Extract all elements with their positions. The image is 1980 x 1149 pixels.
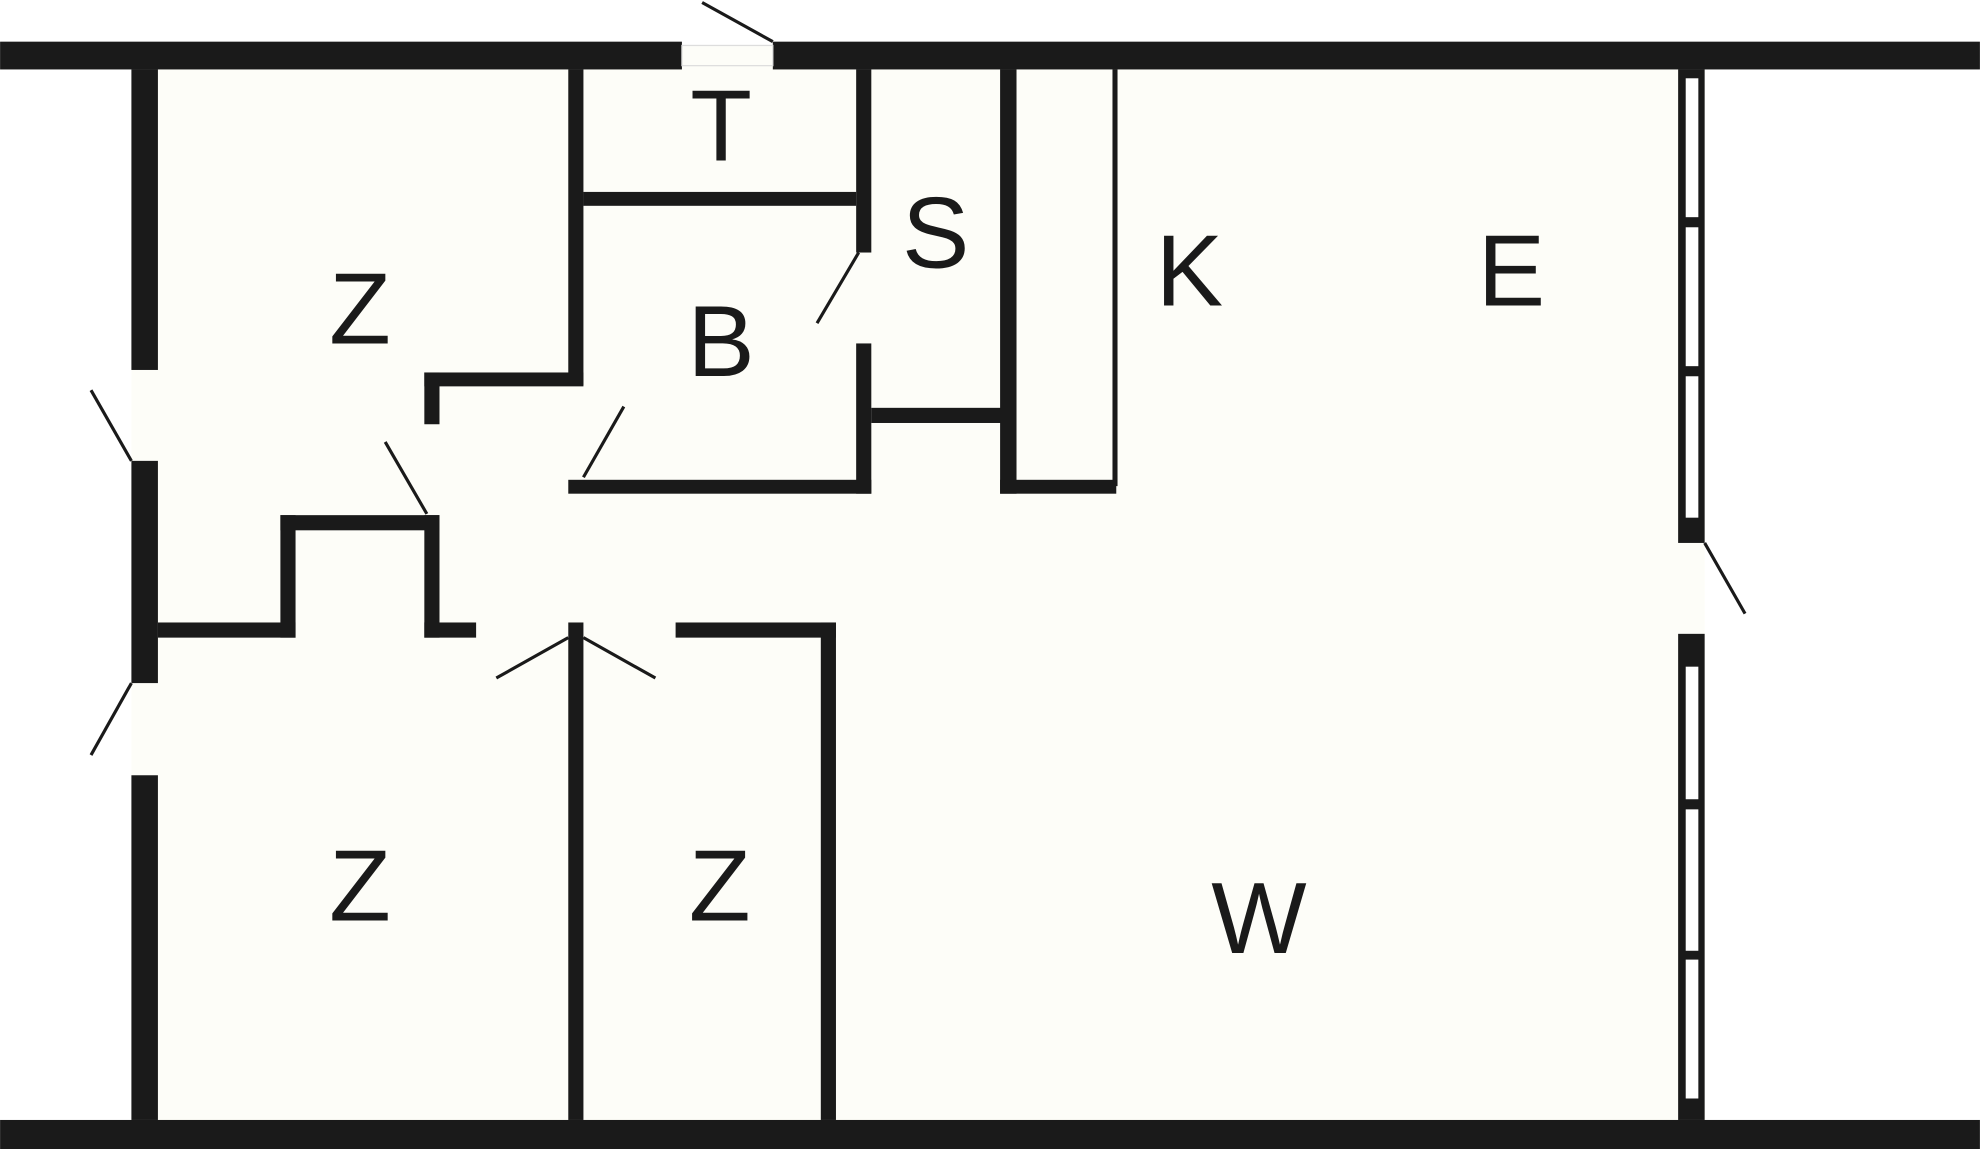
door-swing [89,389,133,462]
door-swing [815,251,861,325]
room-label-s: S [902,178,969,290]
room-label-k: K [1156,215,1223,327]
walls [0,41,1980,1149]
door-swing [582,636,657,680]
top-window [681,44,774,67]
room-label-b: B [687,286,754,398]
room-label-t: T [690,70,752,182]
top-wall-right [772,41,1980,70]
room-label-z: Z [329,830,391,942]
door-swings [89,1,1747,756]
door-swing [383,441,429,515]
room-label-z: Z [329,253,391,365]
top-wall-left [0,41,682,70]
door-swing [1703,542,1747,615]
door-swing [89,682,133,756]
door-swing [495,636,570,680]
room-label-z: Z [689,830,751,942]
floor-area [131,55,1705,1136]
room-label-e: E [1478,215,1545,327]
room-label-w: W [1211,863,1306,975]
room-labels: T S K E Z B Z Z W [329,70,1545,975]
left-wall-1 [131,69,158,370]
right-windows [1685,78,1699,1099]
door-swing [701,1,774,44]
door-swing [582,405,626,479]
left-wall-2 [131,460,158,684]
left-wall-3 [131,775,158,1120]
bottom-wall [0,1119,1980,1149]
